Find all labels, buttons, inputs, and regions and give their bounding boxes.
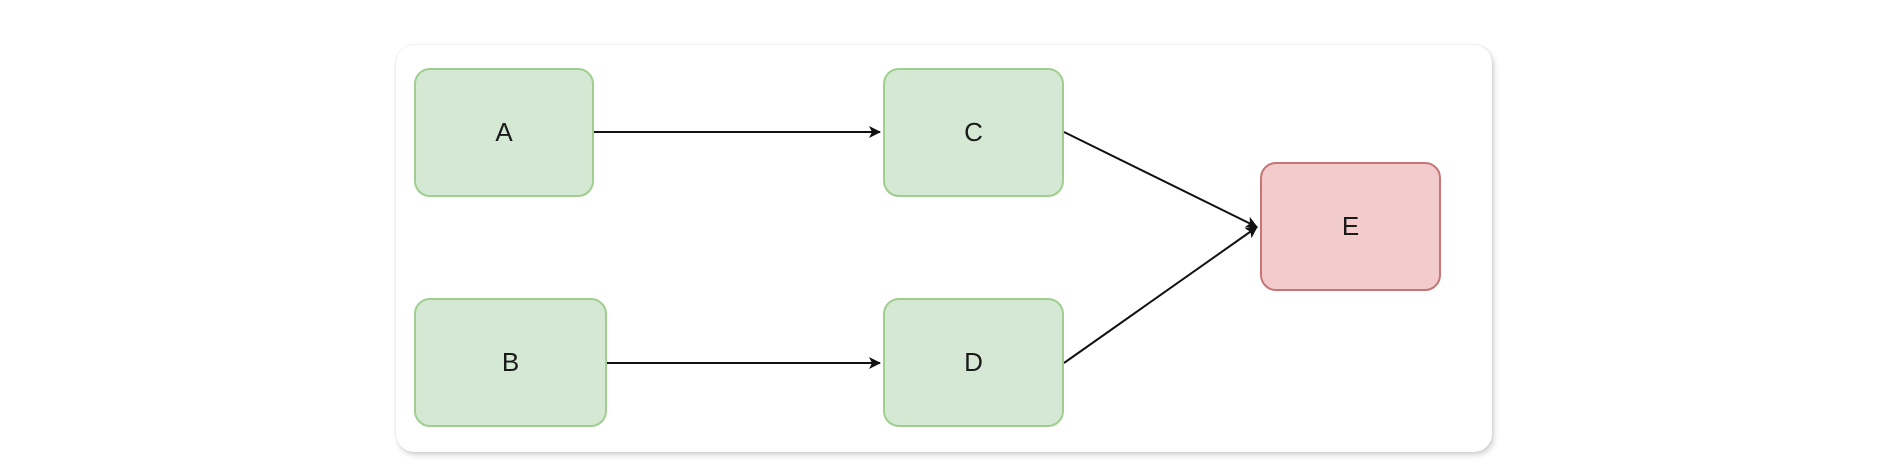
node-a[interactable]: A: [414, 68, 594, 197]
node-e[interactable]: E: [1260, 162, 1441, 291]
node-d-label: D: [964, 347, 983, 377]
node-e-label: E: [1341, 211, 1360, 241]
node-b-label: B: [501, 347, 520, 377]
node-b[interactable]: B: [414, 298, 607, 427]
node-c-label: C: [964, 117, 983, 147]
node-a-label: A: [495, 117, 513, 147]
node-d[interactable]: D: [883, 298, 1064, 427]
node-c[interactable]: C: [883, 68, 1064, 197]
